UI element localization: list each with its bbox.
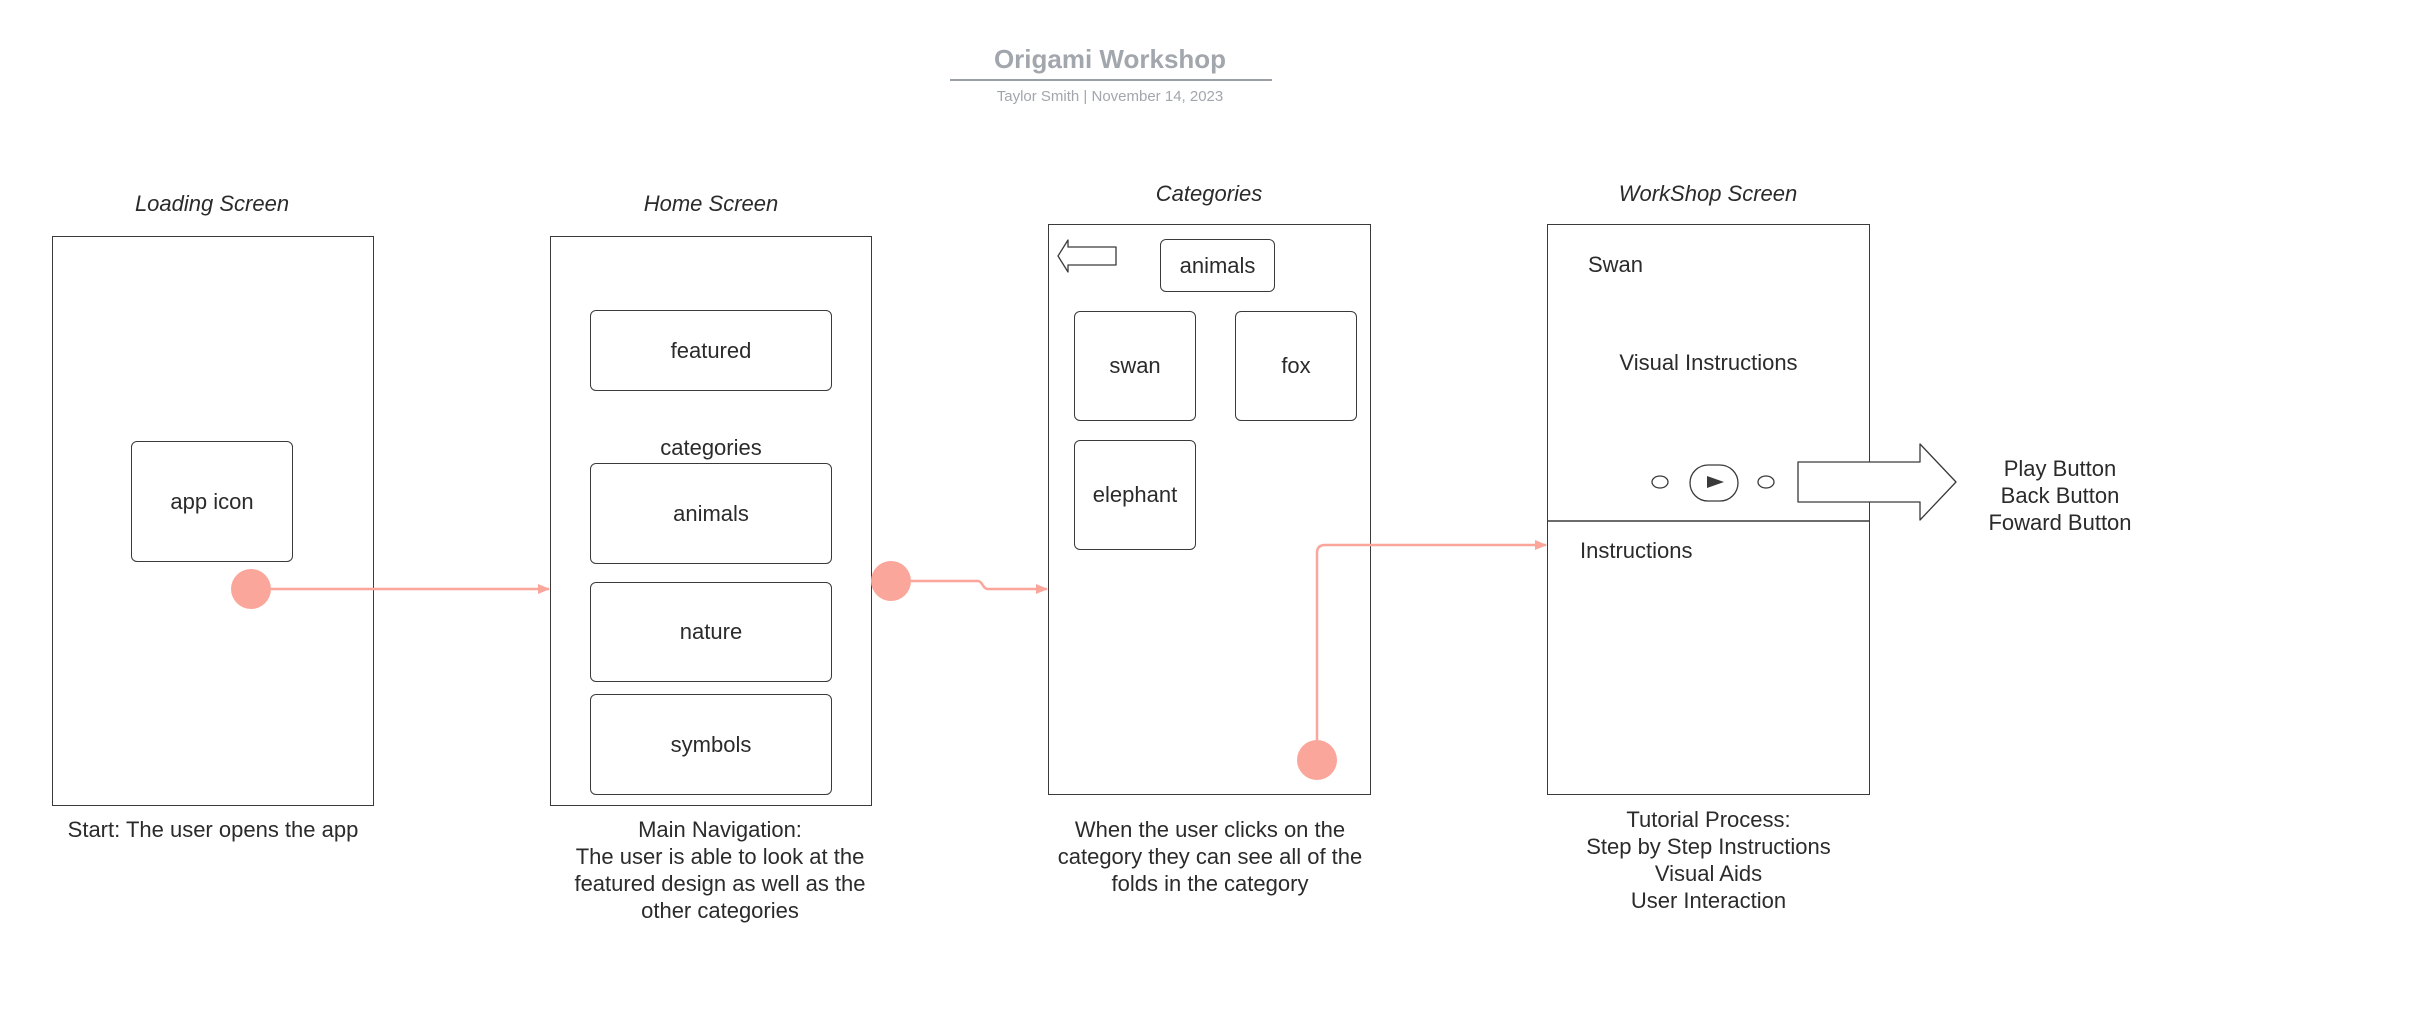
title-underline xyxy=(950,79,1272,81)
caption-line: When the user clicks on the xyxy=(1074,817,1346,842)
workshop-screen-frame xyxy=(1547,224,1870,795)
category-animals-box[interactable]: animals xyxy=(590,463,832,564)
featured-box[interactable]: featured xyxy=(590,310,832,391)
caption-line: other categories xyxy=(641,898,799,923)
selected-category-box[interactable]: animals xyxy=(1160,239,1275,292)
caption-line: Visual Aids xyxy=(1654,861,1763,886)
category-nature-box[interactable]: nature xyxy=(590,582,832,682)
visual-instructions-area: Visual Instructions xyxy=(1619,350,1798,375)
controls-callout: Play Button Back Button Foward Button xyxy=(1960,455,2160,536)
caption-line: The user is able to look at the xyxy=(575,844,865,869)
fold-swan-box[interactable]: swan xyxy=(1074,311,1196,421)
flow-connector-home-categories xyxy=(891,579,1048,594)
caption-line: featured design as well as the xyxy=(574,871,866,896)
categories-screen-caption: When the user clicks on the category the… xyxy=(1020,816,1400,897)
caption-line: category they can see all of the xyxy=(1057,844,1363,869)
caption-line: Tutorial Process: xyxy=(1626,807,1791,832)
instructions-heading: Instructions xyxy=(1580,538,1693,563)
workshop-screen-caption: Tutorial Process: Step by Step Instructi… xyxy=(1507,806,1910,914)
flow-start-dot xyxy=(871,561,911,601)
loading-screen-label: Loading Screen xyxy=(134,191,290,216)
caption-line: Main Navigation: xyxy=(638,817,802,842)
categories-heading: categories xyxy=(660,435,762,460)
app-icon-box[interactable]: app icon xyxy=(131,441,293,562)
loading-screen-caption: Start: The user opens the app xyxy=(67,817,359,842)
category-symbols-box[interactable]: symbols xyxy=(590,694,832,795)
caption-line: Step by Step Instructions xyxy=(1586,834,1831,859)
home-screen-label: Home Screen xyxy=(643,191,779,216)
categories-screen-label: Categories xyxy=(1155,181,1263,206)
caption-line: folds in the category xyxy=(1111,871,1309,896)
caption-line: User Interaction xyxy=(1630,888,1787,913)
diagram-subtitle: Taylor Smith | November 14, 2023 xyxy=(996,88,1224,105)
diagram-title: Origami Workshop xyxy=(993,44,1227,74)
workshop-screen-label: WorkShop Screen xyxy=(1618,181,1798,206)
fold-elephant-box[interactable]: elephant xyxy=(1074,440,1196,550)
callout-line-back: Back Button xyxy=(2000,483,2120,508)
fold-name-label: Swan xyxy=(1588,252,1644,277)
home-screen-caption: Main Navigation: The user is able to loo… xyxy=(530,816,910,924)
callout-line-play: Play Button xyxy=(2003,456,2117,481)
callout-line-forward: Foward Button xyxy=(1988,510,2132,535)
fold-fox-box[interactable]: fox xyxy=(1235,311,1357,421)
